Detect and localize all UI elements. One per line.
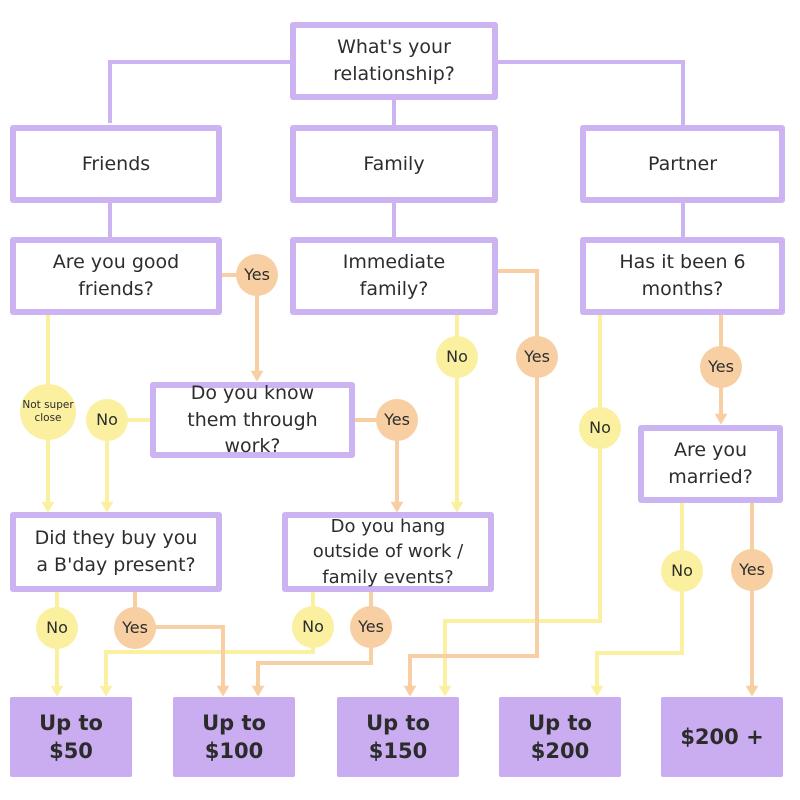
outcome-up-to-100: Up to $100 <box>173 697 295 777</box>
circle-label: No <box>589 418 611 438</box>
circle-immediate-no: No <box>436 336 478 378</box>
circle-married-yes: Yes <box>731 549 773 591</box>
node-family: Family <box>290 125 498 203</box>
node-friends: Friends <box>10 125 222 203</box>
outcome-200-plus: $200 + <box>661 697 783 777</box>
circle-label: Yes <box>524 347 550 367</box>
outcome-label: Up to $150 <box>366 710 430 763</box>
outcome-label: Up to $100 <box>202 710 266 763</box>
circle-bday-yes: Yes <box>114 607 156 649</box>
circle-hang-no: No <box>292 606 334 648</box>
circle-label: No <box>446 347 468 367</box>
node-hang-outside: Do you hang outside of work / family eve… <box>282 512 494 592</box>
node-family-label: Family <box>363 152 425 175</box>
node-partner: Partner <box>580 125 785 203</box>
node-hang-outside-label: Do you hang outside of work / family eve… <box>312 515 464 588</box>
node-relationship-label: What's your relationship? <box>333 36 455 85</box>
circle-six-months-no: No <box>579 407 621 449</box>
circle-label: Yes <box>384 410 410 430</box>
circle-label: No <box>46 618 68 638</box>
circle-label: No <box>96 410 118 430</box>
circle-married-no: No <box>661 550 703 592</box>
node-know-work: Do you know them through work? <box>150 382 355 458</box>
circle-bday-no: No <box>36 607 78 649</box>
node-relationship: What's your relationship? <box>290 22 498 100</box>
circle-not-super-close: Not super close <box>20 384 76 440</box>
circle-label: Yes <box>708 357 734 377</box>
circle-label: Not super close <box>22 399 74 424</box>
node-good-friends: Are you good friends? <box>10 237 222 315</box>
circle-label: No <box>671 561 693 581</box>
outcome-up-to-200: Up to $200 <box>499 697 621 777</box>
node-immediate-family-label: Immediate family? <box>342 251 446 300</box>
outcome-label: $200 + <box>680 724 764 749</box>
node-partner-label: Partner <box>647 152 718 175</box>
circle-know-work-yes: Yes <box>376 399 418 441</box>
circle-hang-yes: Yes <box>350 606 392 648</box>
node-married-label: Are you married? <box>668 439 753 488</box>
circle-six-months-yes: Yes <box>700 346 742 388</box>
outcome-label: Up to $200 <box>528 710 592 763</box>
node-bday-present-label: Did they buy you a B'day present? <box>34 527 198 576</box>
circle-label: Yes <box>358 617 384 637</box>
circle-immediate-yes: Yes <box>516 336 558 378</box>
circle-label: No <box>302 617 324 637</box>
node-six-months: Has it been 6 months? <box>580 237 785 315</box>
circle-good-friends-yes: Yes <box>236 254 278 296</box>
edge-root-friends <box>108 60 290 123</box>
outcome-up-to-150: Up to $150 <box>337 697 459 777</box>
node-immediate-family: Immediate family? <box>290 237 498 315</box>
edge-immediate-yes-150 <box>403 269 539 697</box>
node-six-months-label: Has it been 6 months? <box>619 251 746 300</box>
node-good-friends-label: Are you good friends? <box>52 251 180 300</box>
circle-know-work-no: No <box>86 399 128 441</box>
edge-root-partner <box>498 60 685 125</box>
node-know-work-label: Do you know them through work? <box>187 381 318 458</box>
node-friends-label: Friends <box>81 152 151 175</box>
circle-label: Yes <box>244 265 270 285</box>
outcome-up-to-50: Up to $50 <box>10 697 132 777</box>
node-bday-present: Did they buy you a B'day present? <box>10 512 222 592</box>
outcome-label: Up to $50 <box>39 710 103 763</box>
edge-married-no-200 <box>590 503 684 697</box>
node-married: Are you married? <box>638 425 783 503</box>
circle-label: Yes <box>122 618 148 638</box>
circle-label: Yes <box>739 560 765 580</box>
